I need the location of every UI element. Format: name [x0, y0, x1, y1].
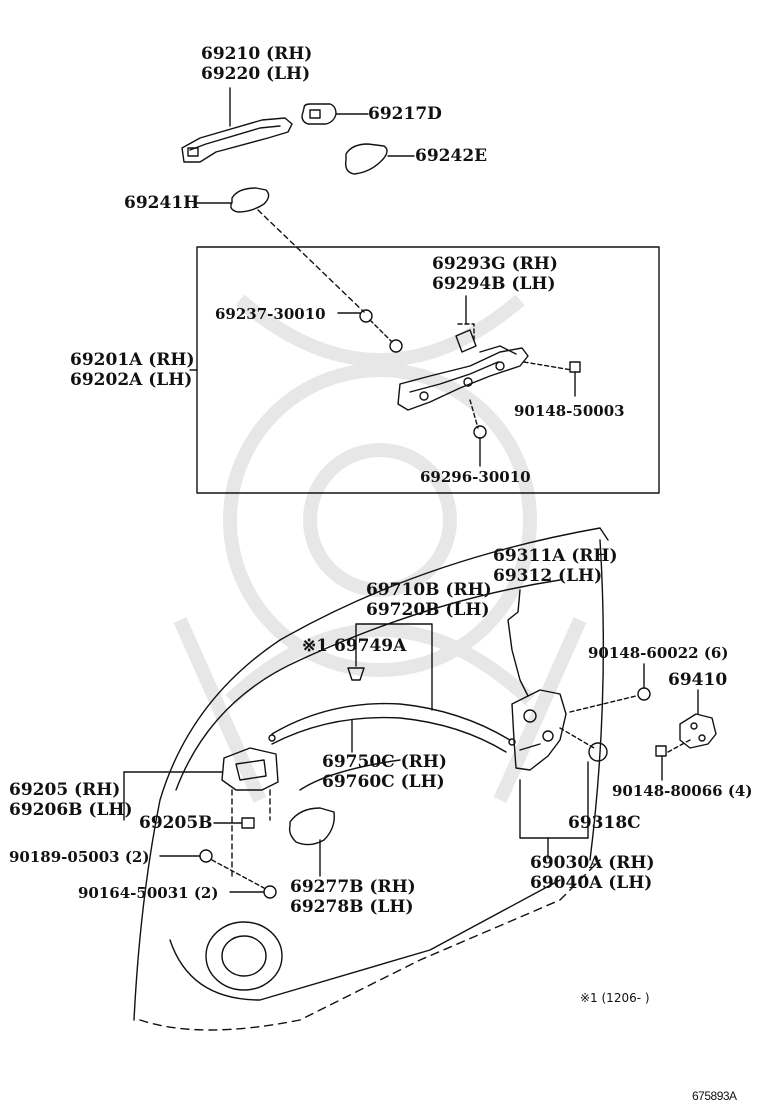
label-69720b[interactable]: 69720B (LH) [366, 600, 490, 620]
label-69030a[interactable]: 69030A (RH) [530, 853, 655, 873]
label-69241h[interactable]: 69241H [124, 193, 200, 213]
label-69040a[interactable]: 69040A (LH) [530, 873, 653, 893]
cover-69318c-part[interactable] [588, 742, 608, 762]
label-69410[interactable]: 69410 [668, 670, 728, 690]
label-90189[interactable]: 90189-05003 (2) [9, 848, 150, 866]
watermark-emblem [173, 294, 587, 803]
leader-dashed-4 [469, 399, 479, 429]
footnote-text: ※1 (1206- ) [580, 991, 650, 1005]
frame-assembly-part[interactable] [397, 329, 529, 411]
label-69311a[interactable]: 69311A (RH) [493, 546, 618, 566]
lock-rod-part[interactable] [507, 589, 529, 697]
label-69312[interactable]: 69312 (LH) [493, 566, 603, 586]
leader-dashed-2 [369, 319, 393, 343]
handle-cap-part[interactable] [301, 103, 337, 125]
screw-90148-50003-part[interactable] [569, 361, 581, 397]
clip-69237-part[interactable] [359, 309, 403, 353]
label-69201a[interactable]: 69201A (RH) [70, 350, 195, 370]
screw-69296-part[interactable] [473, 425, 487, 439]
label-69220[interactable]: 69220 (LH) [201, 64, 311, 84]
handle-pad-rear-part[interactable] [344, 143, 388, 175]
screw-90148-60022-part[interactable] [637, 687, 651, 701]
screw-90148-80066-part[interactable] [655, 745, 667, 757]
label-90148-80066[interactable]: 90148-80066 (4) [612, 782, 753, 800]
label-69294b[interactable]: 69294B (LH) [432, 274, 556, 294]
label-69749a[interactable]: ※1 69749A [302, 636, 407, 656]
label-69278b[interactable]: 69278B (LH) [290, 897, 414, 917]
label-69318c[interactable]: 69318C [568, 813, 641, 833]
leader-dashed-5 [559, 727, 595, 749]
label-90164[interactable]: 90164-50031 (2) [78, 884, 219, 902]
leader-69293g [457, 323, 475, 341]
label-69750c[interactable]: 69750C (RH) [322, 752, 447, 772]
label-69210[interactable]: 69210 (RH) [201, 44, 313, 64]
leader-dashed-7 [667, 739, 691, 753]
striker-part[interactable] [679, 713, 717, 749]
handle-pad-front-part[interactable] [230, 187, 270, 213]
label-69277b[interactable]: 69277B (RH) [290, 877, 416, 897]
screw-90189-part[interactable] [199, 849, 213, 863]
door-lock-part[interactable] [511, 689, 567, 771]
label-90148-50003[interactable]: 90148-50003 [514, 402, 625, 420]
label-69202a[interactable]: 69202A (LH) [70, 370, 193, 390]
label-69237[interactable]: 69237-30010 [215, 305, 326, 323]
label-69710b[interactable]: 69710B (RH) [366, 580, 492, 600]
leader-dashed-10 [211, 859, 265, 889]
leader-69710b [355, 623, 433, 711]
leader-dashed-3 [523, 361, 573, 371]
figure-code: 675893A [692, 1089, 737, 1103]
label-69205[interactable]: 69205 (RH) [9, 780, 121, 800]
inside-handle-part[interactable] [221, 747, 279, 791]
screw-90164-part[interactable] [263, 885, 277, 899]
pull-handle-cover-part[interactable] [288, 807, 335, 846]
label-90148-60022[interactable]: 90148-60022 (6) [588, 644, 729, 662]
label-69296[interactable]: 69296-30010 [420, 468, 531, 486]
bezel-69205b-part[interactable] [241, 817, 255, 829]
label-69217d[interactable]: 69217D [368, 104, 442, 124]
leader-dashed-1 [257, 209, 365, 313]
leader-69030a [519, 779, 549, 859]
leader-dashed-6 [569, 695, 637, 713]
cable-assembly-part[interactable] [268, 702, 516, 753]
outside-handle-part[interactable] [181, 117, 293, 163]
label-69760c[interactable]: 69760C (LH) [322, 772, 445, 792]
label-69242e[interactable]: 69242E [415, 146, 488, 166]
clip-69749a-part[interactable] [347, 667, 365, 681]
label-69205b[interactable]: 69205B [139, 813, 213, 833]
door-panel-outline [133, 527, 609, 1031]
assembly-frame-box [196, 246, 660, 494]
label-69206b[interactable]: 69206B (LH) [9, 800, 133, 820]
label-69293g[interactable]: 69293G (RH) [432, 254, 558, 274]
